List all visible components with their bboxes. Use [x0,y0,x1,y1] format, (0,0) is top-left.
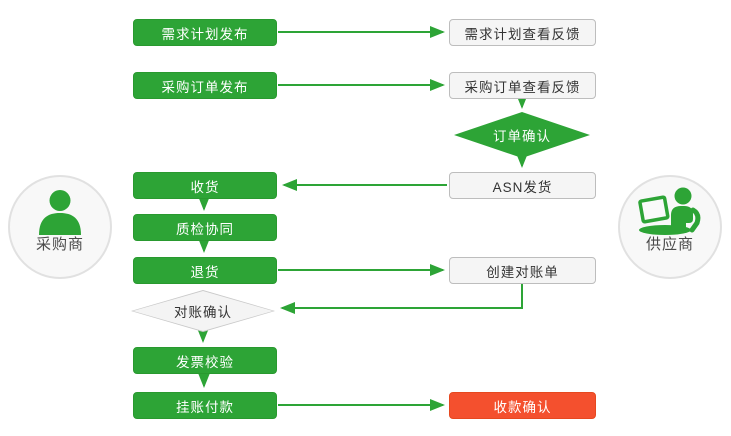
supplier-laptop-icon [638,187,701,235]
actor-buyer: 采购商 [8,175,112,279]
node-plan-feedback: 需求计划查看反馈 [449,19,596,46]
node-order-feedback: 采购订单查看反馈 [449,72,596,99]
actor-supplier-label: 供应商 [645,236,694,253]
buyer-person-icon [39,190,81,235]
node-order-confirm-label: 订单确认 [493,129,551,144]
node-plan-publish: 需求计划发布 [133,19,277,46]
node-receive: 收货 [133,172,277,199]
arrow-statement-to-recon-confirm [280,284,523,314]
node-collect-confirm: 收款确认 [449,392,596,419]
node-recon-confirm-diamond: 对账确认 [131,290,275,332]
node-order-confirm-diamond: 订单确认 [454,112,590,158]
node-asn-ship: ASN发货 [449,172,596,199]
node-payment: 挂账付款 [133,392,277,419]
node-quality: 质检协同 [133,214,277,241]
actor-supplier: 供应商 [618,175,722,279]
actor-buyer-label: 采购商 [35,236,84,253]
node-invoice-check: 发票校验 [133,347,277,374]
node-order-publish: 采购订单发布 [133,72,277,99]
node-return-goods: 退货 [133,257,277,284]
node-statement: 创建对账单 [449,257,596,284]
node-recon-confirm-label: 对账确认 [174,305,232,320]
